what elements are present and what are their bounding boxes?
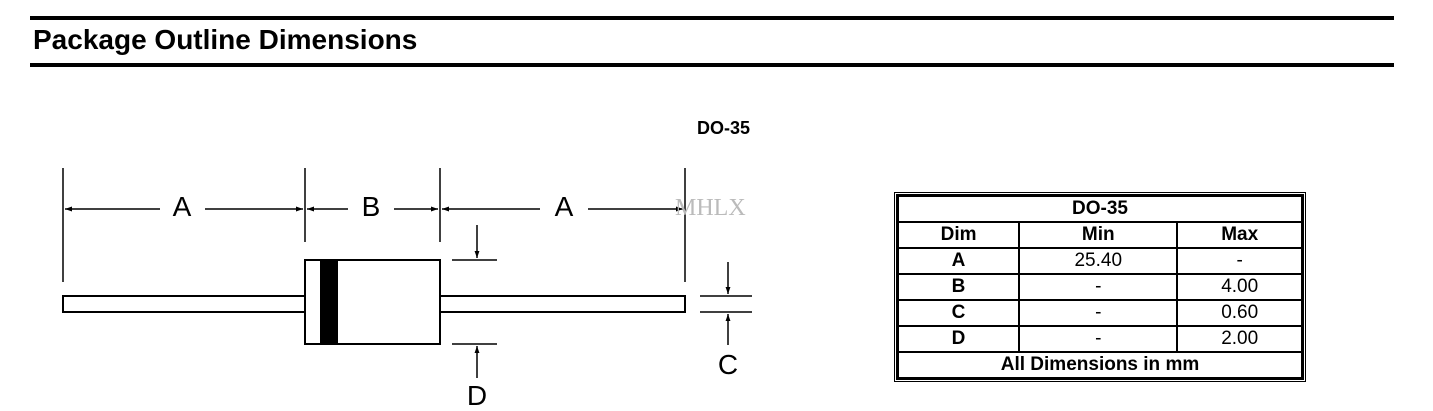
cell-min: - <box>1018 273 1179 301</box>
table-footer: All Dimensions in mm <box>897 351 1303 379</box>
cell-dim: D <box>896 325 1021 353</box>
package-label: DO-35 <box>697 118 751 138</box>
table-row: C - 0.60 <box>896 299 1303 327</box>
dim-b-label: B <box>362 191 381 222</box>
cell-min: - <box>1018 325 1179 353</box>
table-row: A 25.40 - <box>896 247 1303 275</box>
cell-max: 2.00 <box>1176 325 1303 353</box>
table-row: D - 2.00 <box>896 325 1303 353</box>
page-title: Package Outline Dimensions <box>33 24 418 55</box>
cell-min: - <box>1018 299 1179 327</box>
dim-d-label: D <box>467 380 487 411</box>
watermark: MHLX <box>675 195 746 221</box>
dimensions-table-frame: DO-35 Dim Min Max A 25.40 - B - 4.00 C -… <box>894 192 1306 382</box>
top-rule <box>30 16 1394 20</box>
column-header-dim: Dim <box>896 221 1021 249</box>
column-header-min: Min <box>1018 221 1179 249</box>
table-row: B - 4.00 <box>896 273 1303 301</box>
dim-c-label: C <box>718 349 738 380</box>
cell-dim: C <box>896 299 1021 327</box>
lead-left <box>62 295 306 313</box>
bottom-rule <box>30 63 1394 67</box>
dim-a-left-label: A <box>173 191 192 222</box>
table-title: DO-35 <box>897 195 1303 223</box>
cell-dim: A <box>896 247 1021 275</box>
cell-min: 25.40 <box>1018 247 1179 275</box>
cell-max: 4.00 <box>1176 273 1303 301</box>
cathode-band <box>320 261 338 343</box>
cell-max: 0.60 <box>1176 299 1303 327</box>
dimensions-table: DO-35 Dim Min Max A 25.40 - B - 4.00 C -… <box>896 195 1303 379</box>
lead-right <box>439 295 686 313</box>
cell-max: - <box>1176 247 1303 275</box>
dim-a-right-label: A <box>555 191 574 222</box>
cell-dim: B <box>896 273 1021 301</box>
column-header-max: Max <box>1176 221 1303 249</box>
